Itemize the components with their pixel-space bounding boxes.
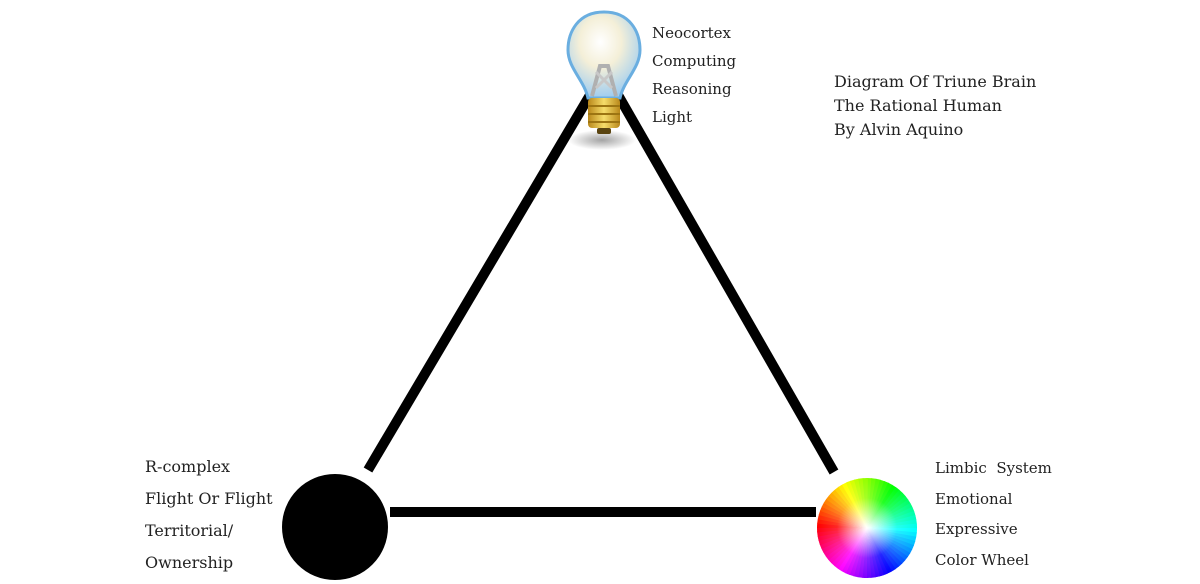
diagram-author: By Alvin Aquino bbox=[834, 120, 964, 139]
territorial-label: Territorial/ bbox=[145, 521, 234, 540]
r-complex-label: R-complex bbox=[145, 457, 231, 476]
color-wheel-icon bbox=[817, 478, 917, 578]
limbic-labels: Limbic System Emotional Expressive Color… bbox=[935, 453, 1052, 575]
neocortex-labels: Neocortex Computing Reasoning Light bbox=[652, 19, 736, 131]
light-label: Light bbox=[652, 108, 693, 126]
black-circle-icon bbox=[282, 474, 388, 580]
diagram-subtitle: The Rational Human bbox=[834, 96, 1002, 115]
computing-label: Computing bbox=[652, 52, 737, 70]
light-bulb-icon bbox=[566, 10, 642, 150]
flight-label: Flight Or Flight bbox=[145, 489, 273, 508]
color-wheel-label: Color Wheel bbox=[935, 550, 1029, 569]
expressive-label: Expressive bbox=[935, 520, 1018, 538]
emotional-label: Emotional bbox=[935, 489, 1013, 508]
limbic-system-label: Limbic System bbox=[935, 459, 1052, 477]
edge-top-left bbox=[363, 92, 595, 473]
neocortex-label: Neocortex bbox=[652, 24, 731, 42]
diagram-title: Diagram Of Triune Brain bbox=[834, 72, 1037, 91]
diagram-title-block: Diagram Of Triune Brain The Rational Hum… bbox=[834, 70, 1036, 142]
reasoning-label: Reasoning bbox=[652, 80, 732, 98]
ownership-label: Ownership bbox=[145, 553, 234, 572]
color-wheel-center-glow bbox=[817, 478, 917, 578]
edge-top-right bbox=[613, 92, 839, 475]
r-complex-labels: R-complex Flight Or Flight Territorial/ … bbox=[145, 451, 273, 579]
